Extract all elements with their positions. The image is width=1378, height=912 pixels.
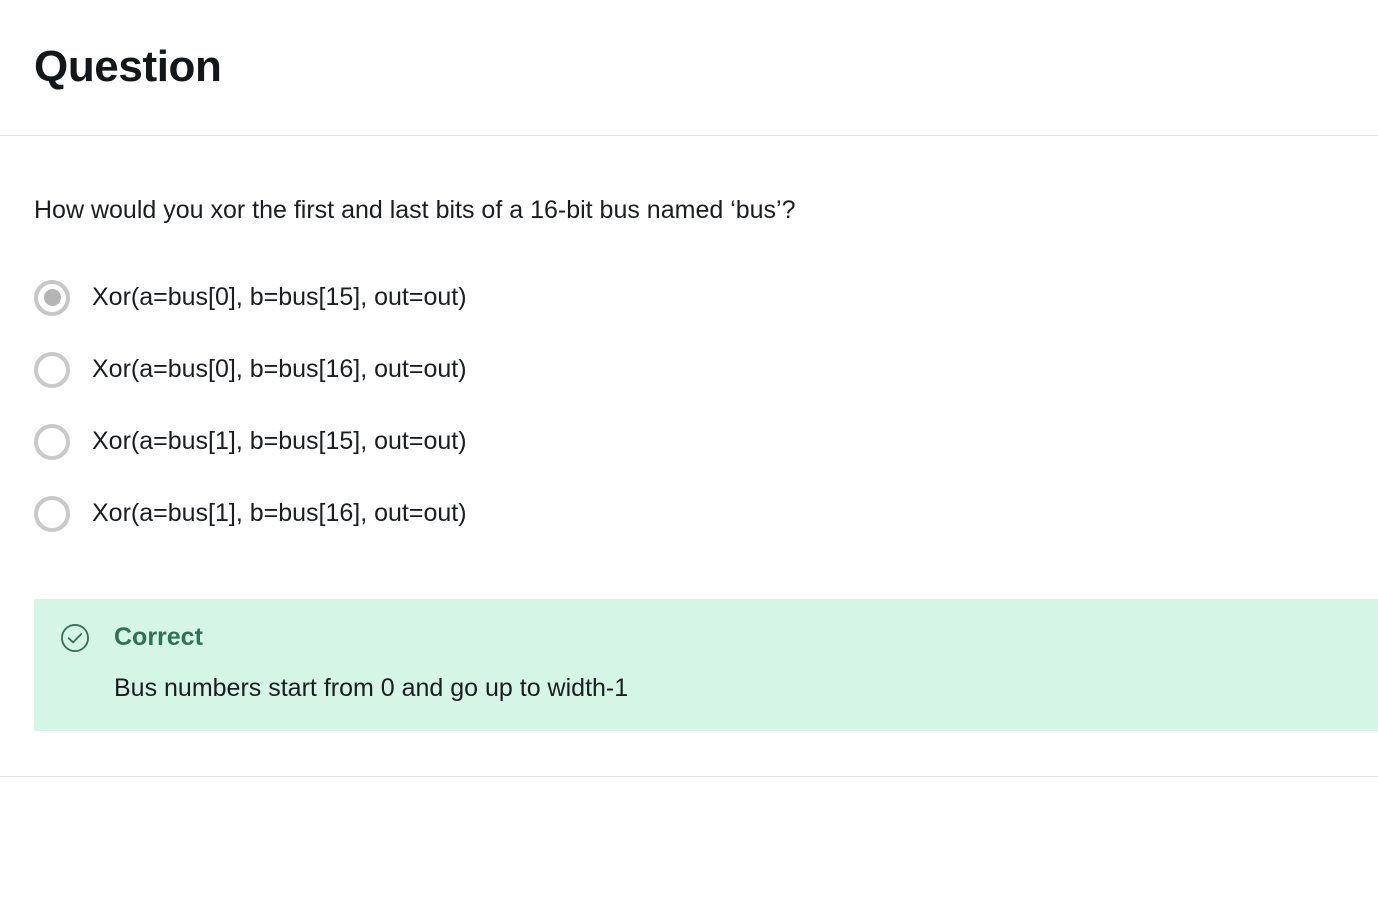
check-circle-icon [61,623,89,652]
answer-option-4[interactable]: Xor(a=bus[1], b=bus[16], out=out) [0,478,1378,550]
feedback-banner-correct: Correct Bus numbers start from 0 and go … [34,598,1378,731]
answer-option-3[interactable]: Xor(a=bus[1], b=bus[15], out=out) [0,406,1378,478]
answer-option-label: Xor(a=bus[0], b=bus[16], out=out) [92,355,467,384]
header-divider [0,135,1378,136]
question-prompt: How would you xor the first and last bit… [34,196,796,224]
radio-button[interactable] [34,423,70,460]
question-body: How would you xor the first and last bit… [0,136,1378,731]
radio-button[interactable] [34,351,70,388]
feedback-explanation: Bus numbers start from 0 and go up to wi… [114,673,629,702]
answer-option-1[interactable]: Xor(a=bus[0], b=bus[15], out=out) [0,262,1378,334]
answer-option-label: Xor(a=bus[0], b=bus[15], out=out) [92,283,467,312]
answer-option-label: Xor(a=bus[1], b=bus[15], out=out) [92,427,467,456]
answer-option-label: Xor(a=bus[1], b=bus[16], out=out) [92,499,467,528]
radio-button[interactable] [34,495,70,532]
page-header: Question [0,0,1378,135]
radio-button-selected[interactable] [34,279,70,316]
feedback-status-label: Correct [114,623,203,652]
feedback-header: Correct [34,621,1378,655]
footer-divider [0,775,1378,777]
answer-option-2[interactable]: Xor(a=bus[0], b=bus[16], out=out) [0,334,1378,406]
answer-options-list: Xor(a=bus[0], b=bus[15], out=out) Xor(a=… [0,228,1378,550]
page-title: Question [34,42,222,92]
